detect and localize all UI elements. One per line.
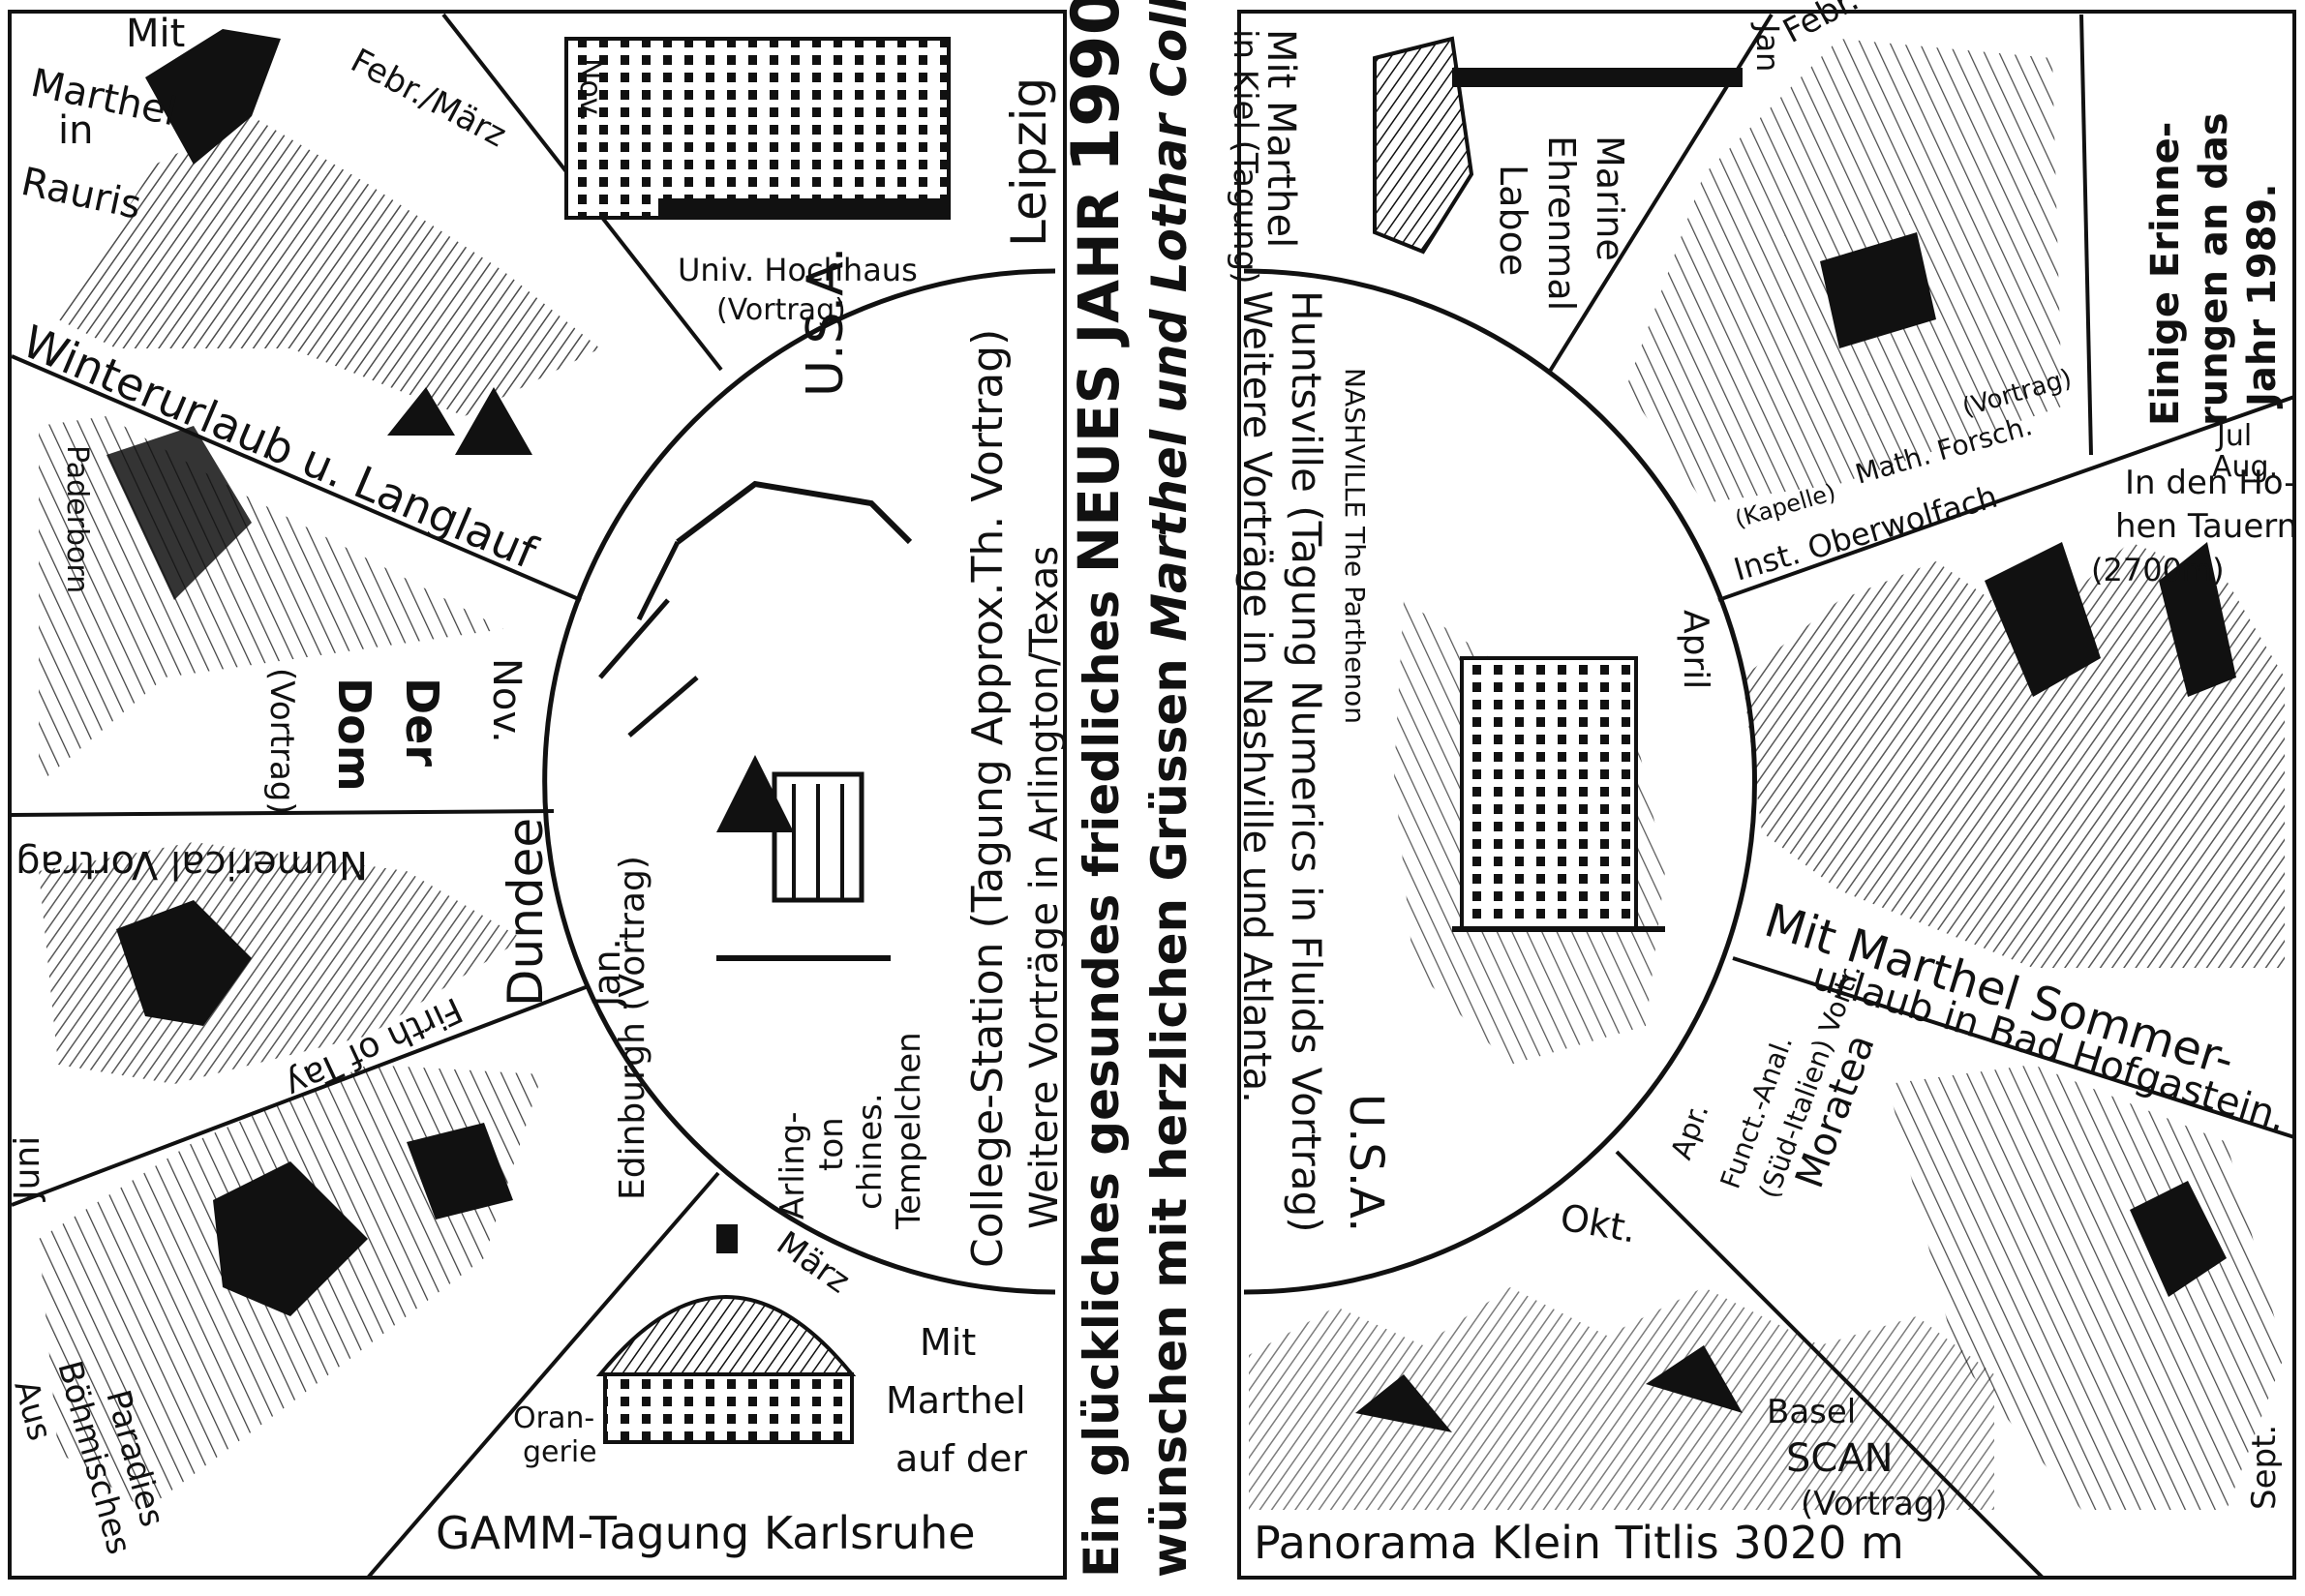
- leipzig-nov-label: Nov.: [573, 58, 607, 122]
- right-panel: Mit Marthel in Kiel (Tagung) Jan Marine …: [1226, 0, 2297, 1580]
- numerical-label: Numerical Vortrag: [15, 842, 368, 887]
- tauern-label: Jul Aug. In den Ho- hen Tauern (2700m): [2091, 419, 2297, 588]
- tauern-line: Aug.: [2212, 450, 2278, 484]
- marine-label: Laboe: [1492, 165, 1534, 276]
- panorama-label: Panorama Klein Titlis 3020 m: [1254, 1517, 1904, 1569]
- jan-label: Jan.: [586, 938, 628, 1009]
- title-label: rungen an das: [2192, 112, 2236, 426]
- basel-label: Basel: [1767, 1393, 1856, 1431]
- jan-right-label: Jan: [1749, 22, 1786, 72]
- juni-label: Juni: [8, 1136, 47, 1202]
- marine-label: Marine: [1589, 136, 1631, 261]
- greeting-center: Ein glückliches gesundes friedliches NEU…: [1058, 0, 1198, 1578]
- greeting-line-1: Ein glückliches gesundes friedliches NEU…: [1058, 0, 1135, 1578]
- scan-label: SCAN: [1786, 1436, 1894, 1481]
- arlington-line: Arling-: [773, 1111, 812, 1220]
- college-station-label: College-Station (Tagung Approx.Th. Vortr…: [963, 329, 1013, 1268]
- mit-marthel-label: Marthel: [886, 1379, 1026, 1422]
- apr-label: Apr.: [1665, 1099, 1716, 1164]
- leipzig-building-sketch: [564, 37, 951, 220]
- nashville-label: NASHVILLE The Parthenon: [1339, 368, 1371, 724]
- dom-der-label: Der: [396, 678, 448, 767]
- usa-label-right: U.S.A.: [1339, 1094, 1393, 1232]
- greeting-line-2: wünschen mit herzlichen Grüssen Marthel …: [1141, 0, 1198, 1578]
- divider: [2079, 14, 2093, 456]
- paradies-sketch: [39, 1065, 542, 1510]
- rauris-line: Rauris: [17, 160, 145, 228]
- dom-vortrag-label: (Vortrag): [262, 668, 301, 815]
- marine-ehrenmal-sketch: [1373, 36, 1743, 255]
- arlington-line: ton: [812, 1117, 851, 1171]
- rauris-line: Mit: [126, 12, 185, 56]
- maerz-label: März: [770, 1224, 857, 1302]
- basel-vortrag: (Vortrag): [1801, 1485, 1948, 1523]
- titlis-sketch: [1249, 1287, 1994, 1510]
- greeting-signature: Marthel und Lothar Collatz: [1141, 0, 1198, 642]
- oberwolfach-label: Inst. Oberwolfach: [1730, 478, 2002, 588]
- divider: [11, 809, 555, 817]
- tauern-line: (2700m): [2091, 552, 2225, 588]
- leipzig-caption-vortrag: (Vortrag): [716, 293, 846, 327]
- tauern-line: hen Tauern: [2115, 507, 2297, 546]
- oberwolfach-sketch: [1626, 39, 2062, 503]
- title-label: Einige Erinne-: [2143, 122, 2188, 426]
- dom-sketch: [39, 416, 503, 784]
- arlington-line: Tempelchen: [890, 1032, 928, 1230]
- dundee-sketch: [39, 842, 523, 1084]
- weitere-arlington-label: Weitere Vorträge in Arlington/Texas: [1022, 546, 1067, 1229]
- mit-marthel-label: Mit: [920, 1321, 976, 1364]
- leipzig-caption: Univ. Hochhaus: [678, 252, 918, 288]
- tauern-sketch: [1743, 542, 2285, 968]
- divider: [366, 1171, 720, 1580]
- april-label: April: [1676, 610, 1715, 689]
- greeting-neues-jahr: NEUES JAHR: [1066, 190, 1132, 574]
- orangerie-label: Oran-: [513, 1401, 594, 1435]
- right-panel-border: [1237, 10, 2296, 1580]
- left-panel: Mit Marthel in Rauris Febr./März Nov. Un…: [6, 10, 1067, 1580]
- rauris-line: in: [58, 108, 93, 153]
- gamm-label: GAMM-Tagung Karlsruhe: [436, 1507, 976, 1559]
- edinburgh-label: Edinburgh (Vortrag): [613, 856, 652, 1200]
- usa-circle-right: [1243, 268, 1757, 1295]
- dundee-label: Dundee: [498, 818, 554, 1007]
- rauris-sketch: [58, 29, 600, 455]
- dom-side-label: Paderborn: [60, 445, 94, 593]
- greeting-year: 1990: [1058, 0, 1135, 172]
- dom-nov-label: Nov.: [484, 658, 529, 743]
- febr-maerz-label: Febr./März: [345, 42, 513, 156]
- boehmisches-line: Aus: [6, 1376, 59, 1445]
- usa-label-left: U.S.A.: [797, 247, 855, 397]
- arlington-label: Arling- ton chines. Tempelchen: [773, 1032, 928, 1230]
- greeting-line-2a: wünschen mit herzlichen Grüssen: [1141, 658, 1198, 1578]
- divider: [11, 354, 582, 602]
- sept-label: Sept.: [2245, 1425, 2284, 1510]
- huntsville-label: Huntsville (Tagung Numerics in Fluids Vo…: [1283, 290, 1330, 1233]
- divider: [1732, 956, 2295, 1139]
- divider: [1717, 395, 2295, 602]
- usa-circle: [542, 268, 1056, 1295]
- marine-label: Ehrenmal: [1540, 136, 1583, 311]
- kiel-label-tagung: in Kiel (Tagung): [1226, 29, 1264, 284]
- temple-sketch: [598, 480, 913, 961]
- left-panel-border: [8, 10, 1067, 1580]
- tauern-line: In den Ho-: [2125, 464, 2296, 502]
- mit-marthel-label: auf der: [895, 1437, 1027, 1480]
- kiel-label: Mit Marthel: [1259, 29, 1303, 248]
- arlington-line: chines.: [851, 1093, 890, 1210]
- orangerie-sketch: [595, 1224, 857, 1444]
- leipzig-label: Leipzig: [1001, 77, 1057, 247]
- title-label: Jahr 1989.: [2240, 183, 2285, 409]
- moratea-sketch: [1888, 1065, 2285, 1510]
- orangerie-label: gerie: [523, 1435, 597, 1469]
- tauern-line: Jul: [2215, 419, 2252, 453]
- dom-dom-label: Dom: [328, 678, 380, 792]
- parthenon-sketch: [1394, 600, 1665, 1065]
- weitere-label: Weitere Vorträge in Nashville und Atlant…: [1234, 290, 1279, 1103]
- okt-label: Okt.: [1557, 1196, 1639, 1251]
- greeting-line-1a: Ein glückliches gesundes friedliches: [1074, 590, 1130, 1578]
